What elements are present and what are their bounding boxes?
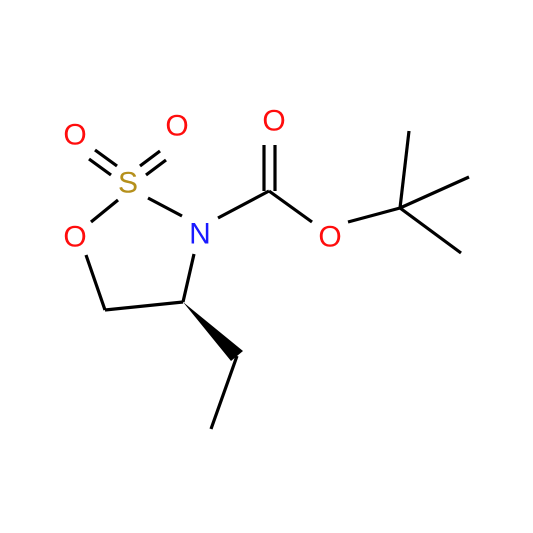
bond-s-o2-a [139, 149, 161, 168]
atom-o-sulfonyl-1: O [63, 119, 86, 152]
bond-s-n [147, 196, 183, 218]
bond-ethyl-ch3 [209, 355, 239, 430]
bond-n-ccarbonyl [217, 189, 270, 220]
bonds [84, 130, 470, 430]
atom-o-ring: O [63, 221, 86, 254]
bond-s-oring [89, 198, 120, 224]
bond-cq-me1 [398, 130, 411, 209]
bond-c-oester [268, 189, 313, 224]
bond-oring-ch2 [84, 254, 107, 311]
bond-ch2-c4 [104, 300, 184, 312]
atom-n: N [189, 218, 211, 251]
bond-s-o2-b [145, 158, 167, 177]
atom-labels: S N O O O O O [63, 105, 341, 254]
bond-s-o1-b [88, 157, 112, 177]
atom-o-ester: O [318, 221, 341, 254]
atom-s: S [118, 167, 138, 200]
bond-cq-me2 [399, 175, 470, 210]
bond-cq-me3 [399, 206, 462, 255]
bond-oester-cq [347, 206, 401, 224]
atom-o-sulfonyl-2: O [165, 110, 188, 143]
wedge-bond-c4-ethyl [183, 302, 243, 361]
atom-o-carbonyl: O [262, 105, 285, 138]
bond-s-o1-a [94, 148, 118, 168]
bond-c4-n [181, 253, 196, 303]
